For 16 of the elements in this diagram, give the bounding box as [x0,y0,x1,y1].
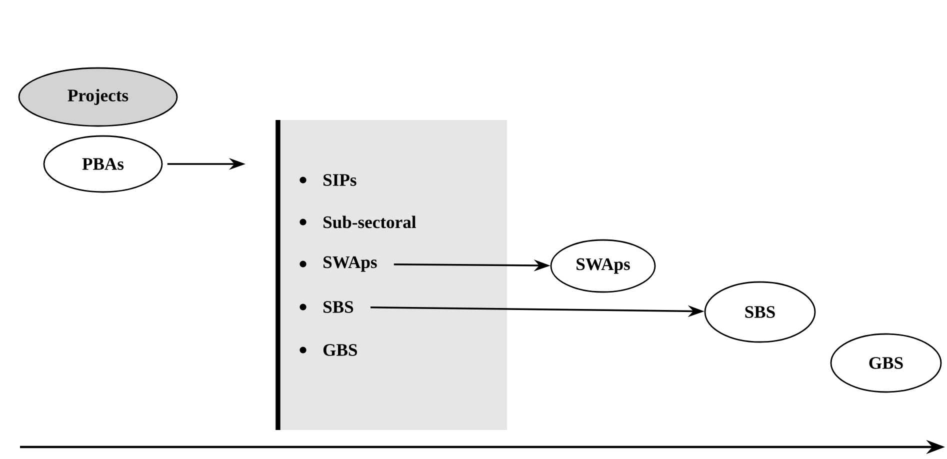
oval: SBS [704,281,816,343]
oval: Projects [18,67,178,127]
list-panel [275,120,507,430]
list-item: SBS [300,301,354,313]
node-label: GBS [323,344,357,356]
node-label: Sub-sectoral [324,216,416,228]
node-label: SWAps [324,256,377,272]
node-label: SIPs [324,174,356,186]
list-item: Sub-sectoral [300,216,416,228]
oval: GBS [830,333,942,393]
oval: PBAs [43,135,163,193]
list-item: GBS [300,344,357,356]
list-item: SIPs [300,174,356,186]
list-item: SWAps [300,256,377,272]
oval: SWAps [550,239,656,293]
node-label: SBS [324,301,354,313]
